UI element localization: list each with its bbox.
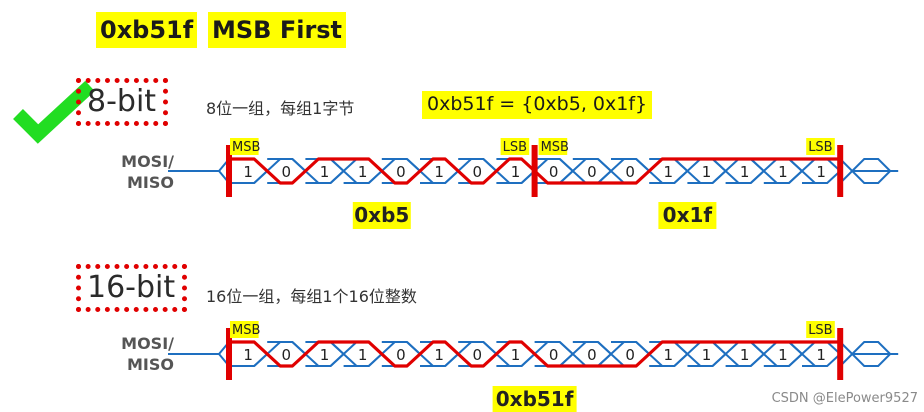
eight-bit-description: 8位一组，每组1字节 [206,99,355,118]
group-hex-label-bg [658,202,717,229]
idle-eye-right [850,341,892,367]
bit-crossing [788,158,816,184]
bit-label: 1 [740,346,750,364]
bit-label: 0 [282,346,292,364]
title-hex: 0xb51f [96,12,198,48]
bit-label: 0 [396,346,406,364]
bit-label: 1 [664,163,674,181]
signal-label-8bit: MOSI/ MISO [92,151,174,193]
bit-label: 1 [664,346,674,364]
signal-label-16bit: MOSI/ MISO [92,333,174,375]
bit-label: 0 [282,163,292,181]
sixteen-bit-description: 16位一组，每组1个16位整数 [206,287,417,306]
bit-label: 0 [587,163,597,181]
idle-eye-right [850,158,892,184]
bit-crossing [711,158,740,184]
bit-crossing [711,341,740,367]
bit-crossing [597,341,625,367]
byte-boundary-bar [226,328,232,380]
bit-label: 1 [740,163,750,181]
bit-label: 1 [434,346,444,364]
byte-boundary-bar [837,145,844,197]
group-hex-label-bg [352,202,411,229]
bit-label: 0 [625,163,635,181]
bit-crossing [559,158,587,184]
byte-boundary-bar [837,328,844,380]
bit-label: 1 [320,163,330,181]
idle-line-left [168,158,230,184]
lsb-tag: LSB [503,140,527,155]
bit-crossing [559,341,587,367]
bit-label: 1 [434,163,444,181]
bit-label: 0 [396,163,406,181]
bit-label: 1 [778,163,788,181]
msb-tag: MSB [232,140,260,155]
lsb-tag-bg [500,138,530,155]
sixteen-bit-box: 16-bit [76,264,188,312]
bit-label: 0 [587,346,597,364]
lsb-tag: LSB [808,140,832,155]
msb-tag-bg [230,321,259,338]
group-hex-label-bg [492,386,577,412]
bit-label: 0 [549,163,559,181]
signal-label-line1: MOSI/ [121,334,174,353]
bit-crossing [597,158,625,184]
bit-label: 1 [816,163,826,181]
msb-tag-bg [538,138,568,155]
bit-label: 0 [473,346,483,364]
bit-label: 1 [702,346,712,364]
bit-label: 1 [816,346,826,364]
bit-label: 1 [702,163,712,181]
bit-crossing [788,341,816,367]
watermark: CSDN @ElePower9527 [771,391,918,406]
data-level-trace [229,157,841,185]
bit-crossing [750,341,778,367]
bit-label: 1 [243,346,253,364]
bit-label: 1 [320,346,330,364]
msb-tag: MSB [541,140,569,155]
bit-crossing [750,158,778,184]
bit-label: 1 [243,163,253,181]
lsb-tag: LSB [808,323,832,338]
bit-crossing [673,158,702,184]
bit-label: 1 [511,346,521,364]
group-hex-label: 0xb5 [354,203,409,227]
msb-tag: MSB [232,323,260,338]
check-mark-icon [13,80,95,144]
byte-boundary-bar [226,145,232,197]
bit-label: 0 [473,163,483,181]
equation-label: 0xb51f = {0xb5, 0x1f} [422,91,653,119]
byte-boundary-bar [531,145,538,197]
signal-label-line2: MISO [127,355,174,374]
eight-bit-box: 8-bit [76,78,169,126]
group-hex-label: 0xb51f [496,387,574,411]
bit-label: 1 [358,346,368,364]
group-hex-label: 0x1f [663,203,713,227]
idle-line-left [168,341,230,367]
msb-tag-bg [230,138,259,155]
data-level-trace [229,340,841,368]
bit-label: 0 [625,346,635,364]
bit-label: 1 [511,163,521,181]
bit-crossing [673,341,702,367]
bit-crossing [329,158,358,184]
lsb-tag-bg [806,138,835,155]
title-order: MSB First [208,12,347,48]
bit-label: 0 [549,346,559,364]
lsb-tag-bg [806,321,835,338]
bit-crossing [329,341,358,367]
signal-label-line1: MOSI/ [121,152,174,171]
bit-label: 1 [778,346,788,364]
bit-label: 1 [358,163,368,181]
signal-label-line2: MISO [127,173,174,192]
